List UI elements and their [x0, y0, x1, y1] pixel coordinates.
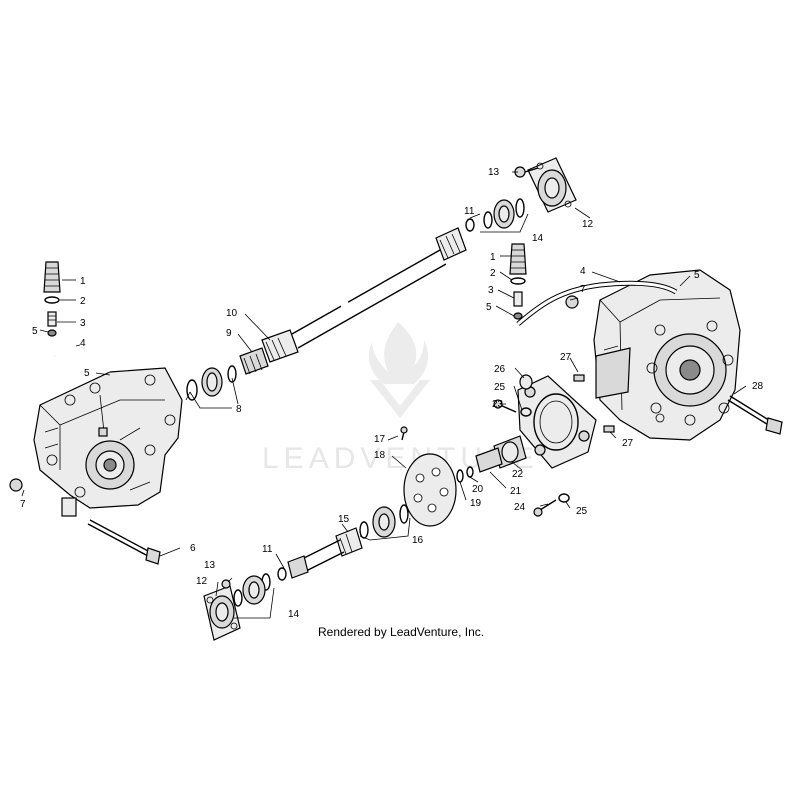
callout-label: 25	[576, 506, 588, 517]
callout-label: 2	[490, 268, 496, 279]
washer-25-top	[520, 407, 532, 417]
brake-disc-18	[403, 453, 457, 527]
callout-label: 13	[204, 560, 216, 571]
dowel-pins-27	[573, 374, 615, 433]
washer-25-bottom	[558, 493, 570, 503]
bolt-13-top	[514, 166, 539, 178]
washer-11-top	[465, 211, 493, 232]
callout-label: 23	[492, 399, 504, 410]
breather-vent-left	[43, 261, 61, 337]
callout-label: 10	[226, 308, 238, 319]
leader-lines	[21, 171, 747, 619]
callout-label: 15	[338, 514, 350, 525]
callout-label: 9	[226, 328, 232, 339]
long-bolt-6	[87, 519, 161, 565]
callout-label: 27	[560, 352, 572, 363]
flame-logo-icon	[368, 322, 430, 418]
callout-label: 18	[374, 450, 386, 461]
callout-label: 12	[582, 219, 594, 230]
callout-label: 1	[490, 252, 496, 263]
bolt-23	[493, 399, 517, 413]
breather-hose-left	[53, 344, 111, 373]
bearing-set-14-bottom	[233, 573, 271, 607]
callout-labels: 1 2 3 4 5 5 6 7 8 9 10 11 12 13 14 1 2 3…	[20, 167, 764, 620]
front-gearcase-left	[33, 367, 183, 517]
shaft-15	[287, 527, 363, 579]
callout-label: 5	[32, 326, 38, 337]
callout-label: 28	[752, 381, 764, 392]
callout-label: 5	[694, 270, 700, 281]
callout-label: 4	[580, 266, 586, 277]
plug-left	[9, 478, 23, 492]
callout-label: 17	[374, 434, 386, 445]
long-bolt-28	[727, 395, 783, 435]
rear-gearcase-right	[593, 269, 741, 441]
washer-11-bottom	[277, 567, 287, 581]
callout-label: 27	[622, 438, 634, 449]
callout-label: 11	[464, 206, 475, 217]
callout-label: 5	[486, 302, 492, 313]
bolt-24	[533, 499, 557, 517]
callout-label: 14	[288, 609, 300, 620]
spring-21	[475, 447, 503, 473]
callout-label: 24	[514, 502, 526, 513]
callout-label: 26	[494, 364, 506, 375]
bushing-26	[519, 374, 533, 390]
breather-vent-right	[509, 243, 527, 320]
callout-label: 4	[80, 338, 86, 349]
plug-right	[565, 295, 579, 309]
callout-label: 25	[494, 382, 506, 393]
bearing-set-16	[359, 504, 409, 539]
callout-label: 7	[20, 499, 26, 510]
callout-label: 3	[80, 318, 86, 329]
callout-label: 3	[488, 285, 494, 296]
callout-label: 16	[412, 535, 424, 546]
callout-label: 2	[80, 296, 86, 307]
callout-label: 11	[262, 544, 273, 555]
callout-label: 22	[512, 469, 524, 480]
callout-label: 6	[190, 543, 196, 554]
callout-label: 5	[84, 368, 90, 379]
flange-12-bottom	[203, 585, 241, 641]
coupler-9	[239, 347, 269, 375]
breather-hose-right	[516, 280, 678, 326]
bearing-set-14-top	[493, 198, 525, 229]
drive-shaft-10	[261, 227, 467, 363]
callout-label: 1	[80, 276, 86, 287]
callout-label: 21	[510, 486, 522, 497]
retainer-plate	[517, 375, 597, 469]
callout-label: 19	[470, 498, 482, 509]
callout-label: 14	[532, 233, 544, 244]
callout-label: 7	[580, 284, 586, 295]
callout-label: 13	[488, 167, 500, 178]
callout-label: 20	[472, 484, 484, 495]
callout-label: 8	[236, 404, 242, 415]
callout-label: 12	[196, 576, 208, 587]
seal-set-8	[186, 365, 237, 401]
flange-12-top	[527, 157, 577, 213]
screw-17	[400, 426, 408, 441]
rendered-by-caption: Rendered by LeadVenture, Inc.	[318, 625, 484, 639]
